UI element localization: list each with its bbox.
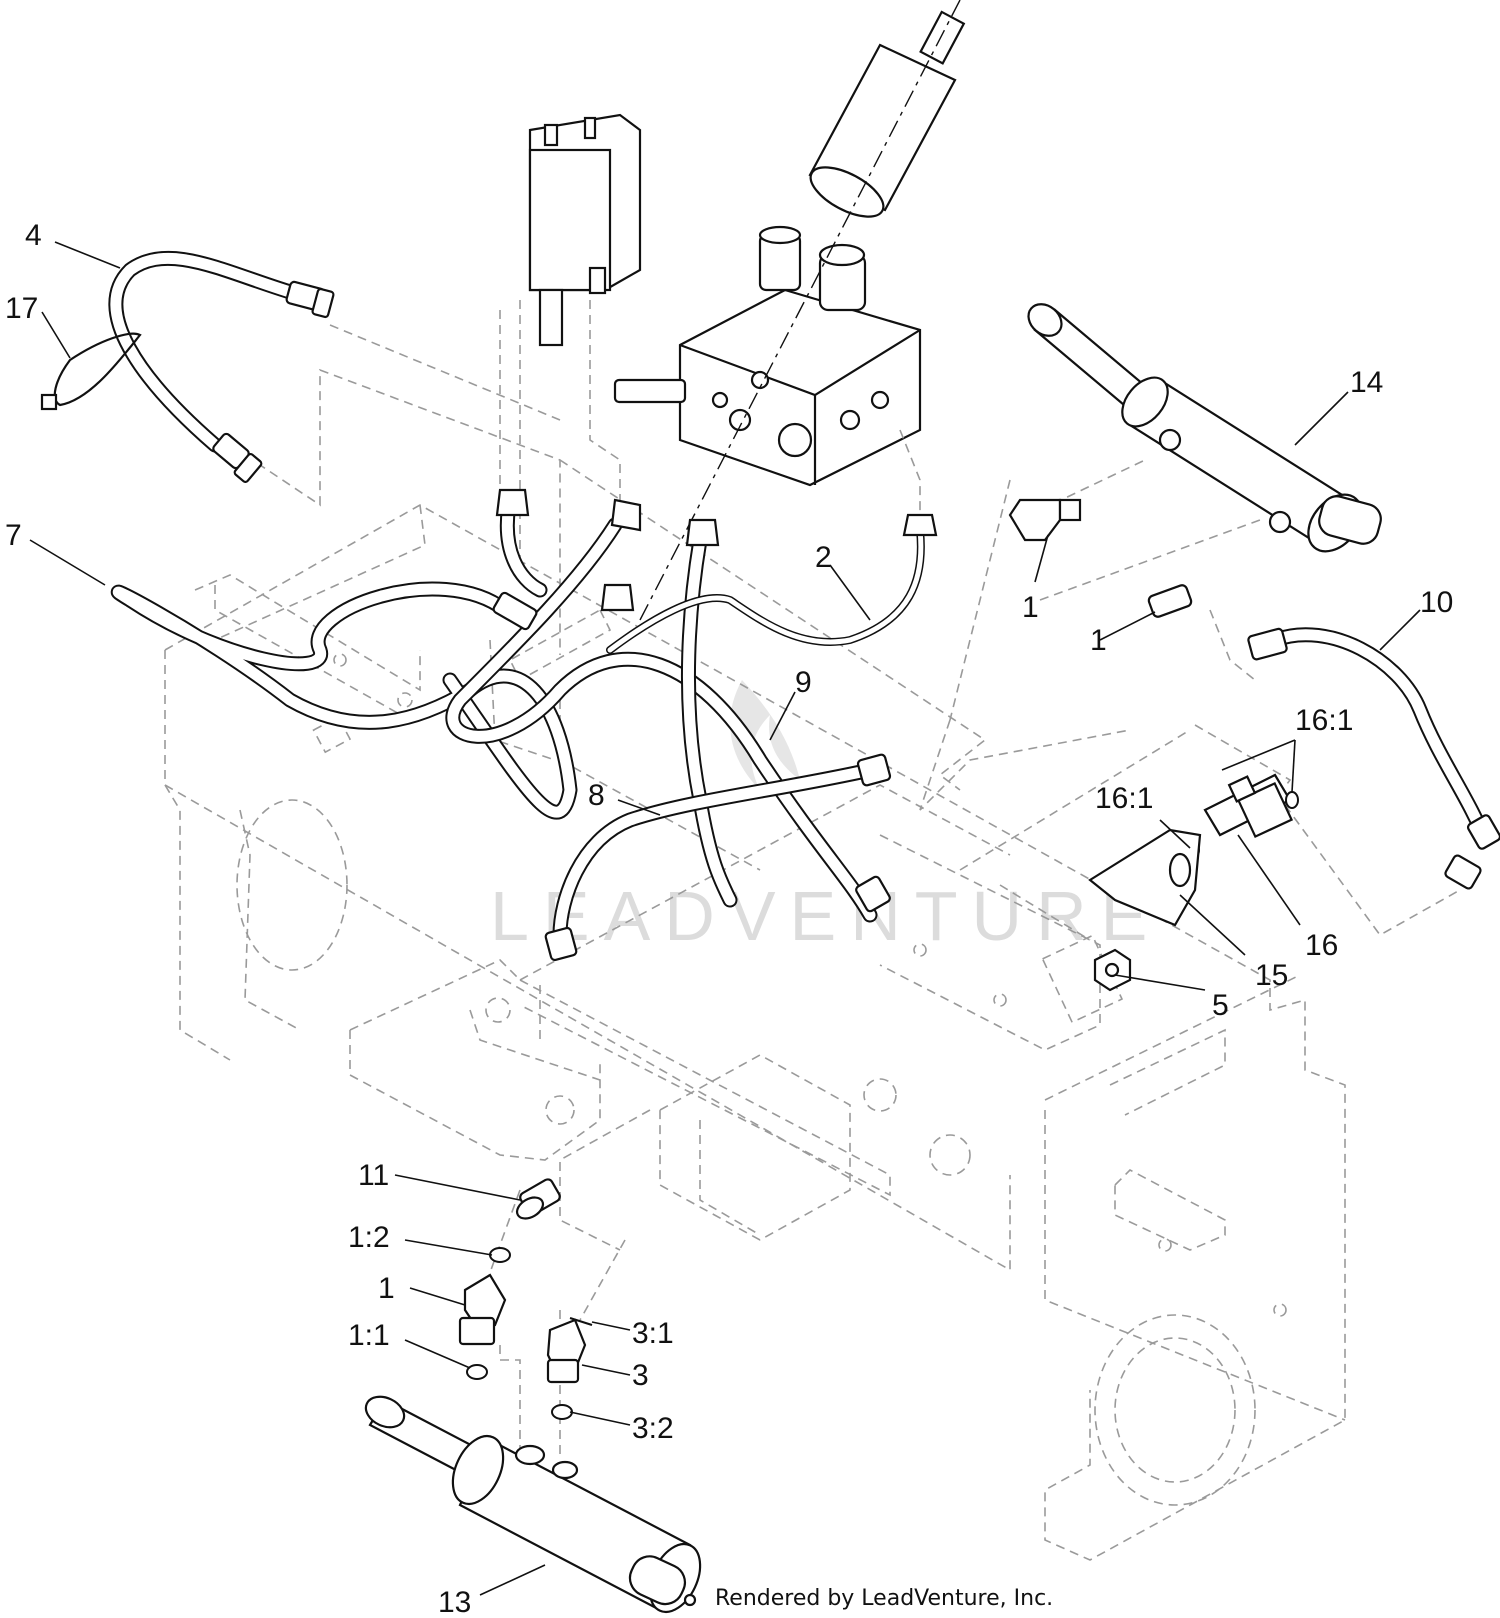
callout-3: 3: [632, 1359, 649, 1392]
tube-2: [606, 513, 938, 654]
callout-7: 7: [5, 519, 22, 552]
cylinder-13: [364, 1395, 702, 1614]
callout-16-1-lower: 16:1: [1095, 782, 1153, 815]
solenoid-motor: [639, 0, 966, 621]
callout-1-middle: 1: [1090, 624, 1107, 657]
valve-16: [1203, 773, 1294, 839]
callout-1-lower: 1: [378, 1272, 395, 1305]
cylinder-14: [1027, 303, 1382, 553]
hose-4: [108, 250, 335, 483]
callout-4: 4: [25, 219, 42, 252]
watermark-text: LEADVENTURE: [490, 877, 1161, 955]
callout-10: 10: [1420, 586, 1453, 619]
callout-9: 9: [795, 666, 812, 699]
o-ring-3-1: [569, 1316, 593, 1327]
elbow-fitting-1-lower: [458, 1273, 507, 1346]
callout-17: 17: [5, 292, 38, 325]
callout-11: 11: [358, 1159, 389, 1192]
callout-2: 2: [815, 541, 832, 574]
fitting-11: [515, 1178, 561, 1220]
watermark: LEADVENTURE: [490, 680, 1161, 955]
elbow-fitting-3: [546, 1318, 587, 1384]
hose-8: [544, 753, 892, 962]
control-valve: [528, 113, 642, 347]
fittings-upper: [492, 488, 720, 631]
callout-1-2: 1:2: [348, 1221, 390, 1254]
callout-labels: 4 17 7 14 2 1 1 10 9 16:1 16:1 8 16 15 5…: [5, 219, 1453, 1618]
o-ring-3-2: [551, 1404, 573, 1420]
valve-manifold: [613, 225, 922, 487]
elbow-fitting-1-upper: [1008, 498, 1082, 542]
callout-1-upper: 1: [1022, 591, 1039, 624]
credit-text: Rendered by LeadVenture, Inc.: [715, 1586, 1053, 1611]
hose-7: [110, 581, 578, 820]
o-ring-1-2: [489, 1247, 511, 1263]
strap-17: [40, 332, 142, 411]
callout-15: 15: [1255, 959, 1288, 992]
hose-9: [445, 492, 878, 923]
hose-10: [1247, 627, 1500, 890]
nut-5: [1093, 948, 1132, 992]
straight-fitting-1: [1147, 584, 1193, 618]
callout-3-1: 3:1: [632, 1317, 674, 1350]
callout-5: 5: [1212, 989, 1229, 1022]
callout-8: 8: [588, 779, 605, 812]
callout-16-1-upper: 16:1: [1295, 704, 1353, 737]
callout-16: 16: [1305, 929, 1338, 962]
callout-14: 14: [1350, 366, 1383, 399]
leader-lines: [29, 241, 1421, 1596]
frame-outline: [164, 504, 1346, 1561]
callout-13: 13: [438, 1586, 471, 1618]
o-ring-1-1: [466, 1364, 488, 1380]
callout-3-2: 3:2: [632, 1412, 674, 1445]
callout-1-1: 1:1: [348, 1319, 390, 1352]
